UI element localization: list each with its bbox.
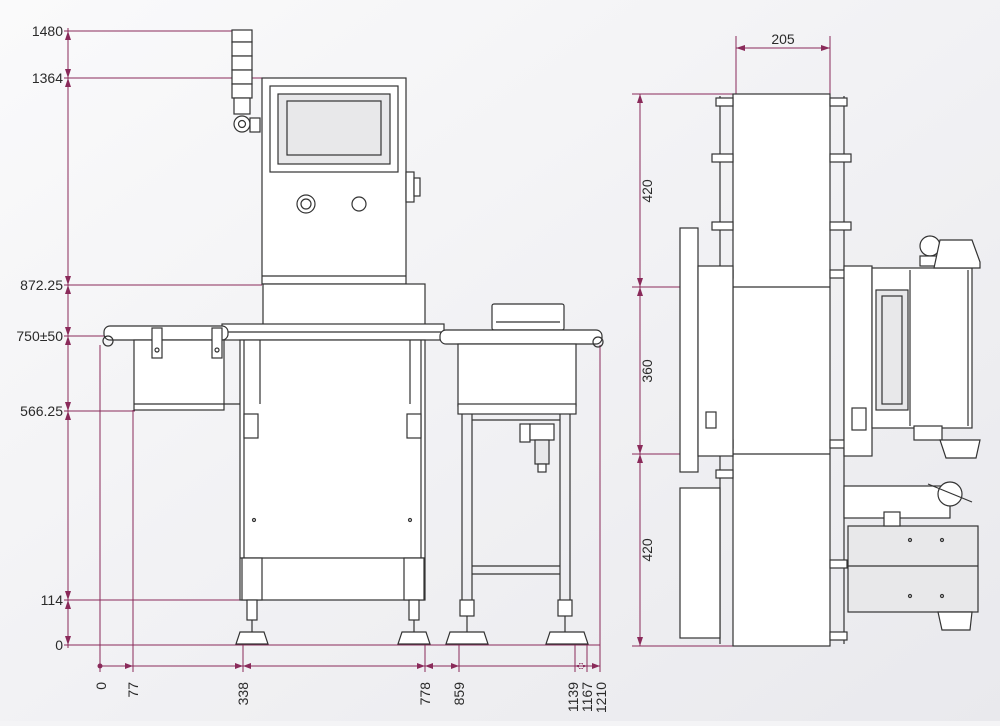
height-label-114: 114 xyxy=(41,592,64,608)
segment-label-infeed: 420 xyxy=(639,179,655,203)
emergency-stop-button-drawing xyxy=(296,194,316,214)
reject-unit xyxy=(679,481,979,639)
segment-label-weigh: 360 xyxy=(639,359,655,383)
front-height-dimensions: 1480 1364 872.25 750±50 566.25 114 0 xyxy=(16,23,600,653)
front-width-dimensions: 0 77 338 778 859 1139 1167 1210 xyxy=(93,345,609,713)
conveyor-belt-plan xyxy=(732,93,831,647)
width-label-338: 338 xyxy=(235,682,251,706)
height-label-0: 0 xyxy=(55,637,63,653)
height-label-750: 750±50 xyxy=(16,328,63,344)
width-label-1139: 1139 xyxy=(565,682,581,712)
side-view-dimensions: 205 420 360 420 xyxy=(632,31,831,647)
touch-screen xyxy=(277,93,391,165)
height-label-872: 872.25 xyxy=(20,277,63,293)
width-label-859: 859 xyxy=(451,682,467,706)
main-frame xyxy=(239,339,426,601)
control-cabinet xyxy=(261,77,421,285)
width-label-1210: 1210 xyxy=(593,682,609,713)
width-label-778: 778 xyxy=(417,682,433,706)
infeed-conveyor xyxy=(102,325,420,411)
top-width-label: 205 xyxy=(771,31,795,47)
side-view-machine xyxy=(679,93,981,647)
width-label-77: 77 xyxy=(125,682,141,698)
front-view-machine xyxy=(102,29,604,645)
segment-label-outfeed: 420 xyxy=(639,538,655,562)
signal-tower xyxy=(231,29,261,133)
width-label-0: 0 xyxy=(93,682,109,690)
weighing-section xyxy=(221,283,445,341)
height-label-1364: 1364 xyxy=(32,70,63,86)
side-cabinet xyxy=(843,235,981,459)
outfeed-conveyor xyxy=(439,303,604,645)
height-label-566: 566.25 xyxy=(20,403,63,419)
leveling-feet xyxy=(235,599,431,645)
height-label-1480: 1480 xyxy=(32,23,63,39)
width-label-1167: 1167 xyxy=(579,682,595,712)
